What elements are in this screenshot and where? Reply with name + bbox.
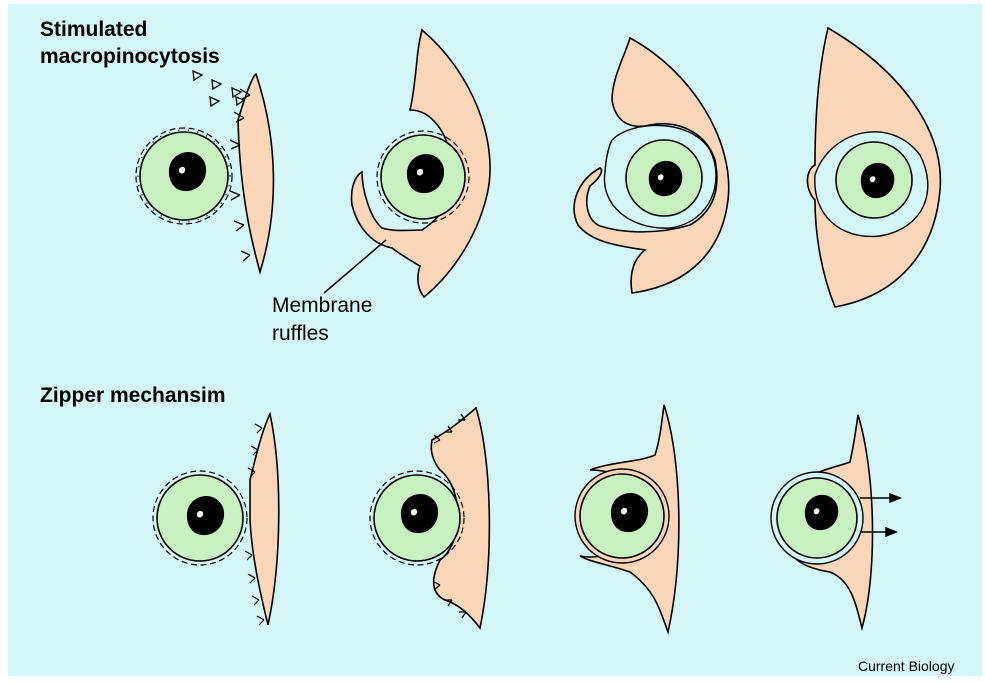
ruffles-pointer-line [324,240,386,293]
macro-stage-4 [808,28,941,307]
zipper-stage-4 [771,415,900,628]
stimulated-title-line1: Stimulated [40,16,147,43]
ruffles-label-line1: Membrane [272,292,372,319]
credit-label: Current Biology [858,658,955,674]
stimulated-title-line2: macropinocytosis [40,43,220,70]
zipper-stage-1-bacterium [153,471,247,565]
zipper-stage-3-bacterium [575,469,669,563]
zipper-stage-1 [153,414,279,625]
zipper-stage-3 [575,405,679,632]
zipper-stage-2 [370,408,489,628]
macro-stage-1-bacterium [136,128,232,224]
zipper-stage-4-bacterium [771,472,863,564]
ruffles-label-line2: ruffles [272,320,329,347]
macro-stage-1-membrane [238,74,273,272]
zipper-title: Zipper mechansim [40,382,226,409]
growth-factor-ligands [193,71,244,106]
zipper-stage-1-membrane [250,414,279,625]
macro-stage-1 [136,71,273,272]
macro-stage-4-bacterium [836,142,912,218]
macro-stage-3 [574,38,729,293]
macro-stage-2 [324,30,490,297]
macro-stage-3-bacterium [626,140,702,216]
